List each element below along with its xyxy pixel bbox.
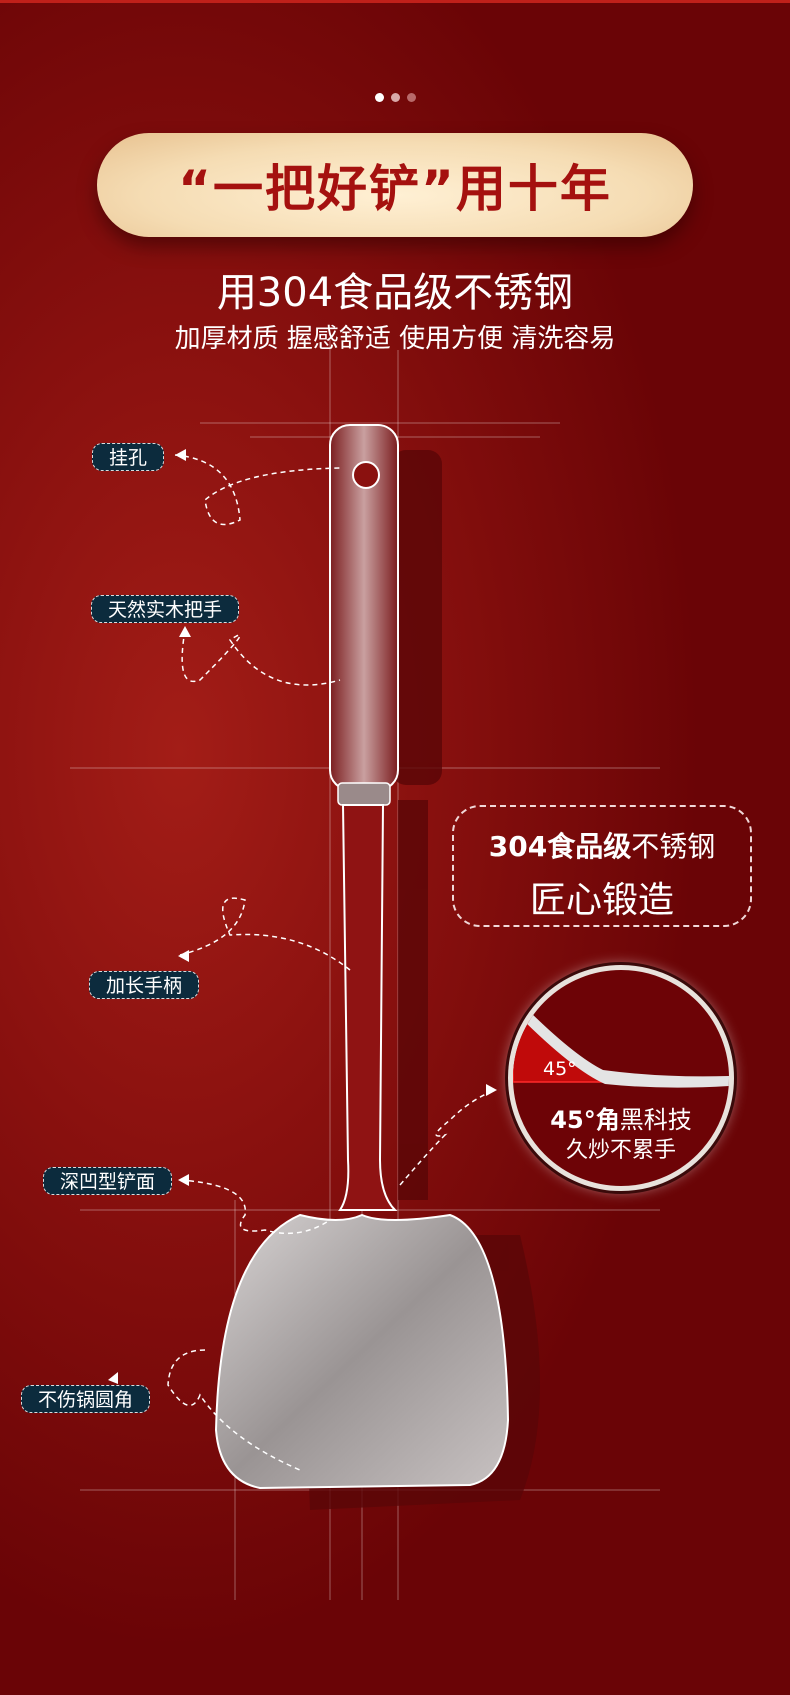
angle-line2: 久炒不累手 [565, 1138, 676, 1163]
label-hanging-hole: 挂孔 [92, 443, 165, 471]
top-border [0, 0, 790, 3]
angle-detail-circle: 45° 45°角黑科技 久炒不累手 [508, 965, 734, 1191]
spatula-head [214, 1213, 510, 1490]
carousel-indicator[interactable] [375, 93, 416, 102]
material-callout: 304食品级不锈钢 匠心锻造 [452, 805, 752, 927]
hanging-hole [352, 461, 380, 489]
features-line: 加厚材质 握感舒适 使用方便 清洗容易 [174, 324, 616, 354]
carousel-dot-1[interactable] [375, 93, 384, 102]
ferrule [337, 782, 391, 806]
label-wooden-handle: 天然实木把手 [91, 595, 240, 623]
callout-arrows [108, 449, 497, 1384]
material-line2: 匠心锻造 [529, 880, 674, 921]
angle-normal: 黑科技 [619, 1106, 692, 1134]
label-round-corner: 不伤锅圆角 [21, 1385, 151, 1413]
subtitle: 用304食品级不锈钢 [216, 270, 574, 316]
shaft [338, 804, 398, 1211]
carousel-dot-3[interactable] [407, 93, 416, 102]
angle-bold: 45°角 [550, 1106, 620, 1134]
label-deep-face: 深凹型铲面 [43, 1167, 173, 1195]
callout-lines [167, 454, 496, 1471]
label-long-handle: 加长手柄 [89, 971, 200, 999]
material-normal: 不锈钢 [631, 830, 716, 863]
angle-value: 45° [543, 1058, 577, 1080]
spatula-edge [518, 1005, 729, 1088]
headline-banner: “一把好铲”用十年 [97, 133, 693, 237]
headline: “一把好铲”用十年 [178, 160, 612, 218]
angle-diagram [513, 1005, 729, 1088]
carousel-dot-2[interactable] [391, 93, 400, 102]
material-bold: 304食品级 [488, 830, 632, 863]
